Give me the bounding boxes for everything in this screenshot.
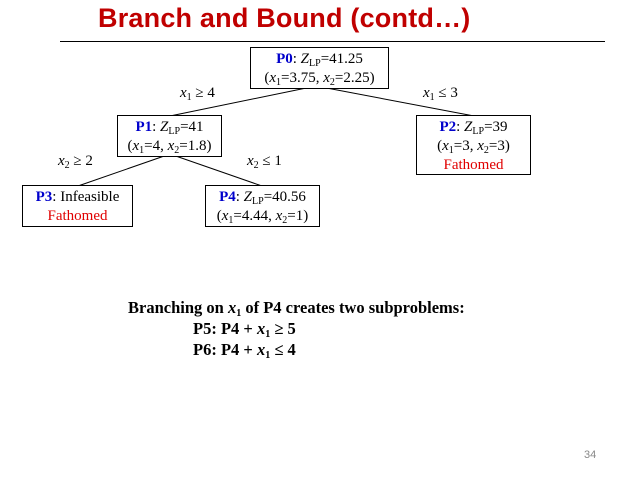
fathomed-status: Fathomed xyxy=(443,157,504,173)
title-underline xyxy=(60,41,605,42)
node-id: P1 xyxy=(135,119,153,135)
slide-title: Branch and Bound (contd…) xyxy=(98,3,471,33)
node-id: P3 xyxy=(35,189,53,205)
node-p3: P3: Infeasible Fathomed xyxy=(22,185,133,227)
node-p4: P4: ZLP=40.56 (x1=4.44, x2=1) xyxy=(205,185,320,227)
branch-label-x2-le-1: x2 ≤ 1 xyxy=(247,153,282,171)
edge-p0-p1 xyxy=(169,85,317,117)
node-id: P4 xyxy=(219,189,236,205)
branch-label-x2-ge-2: x2 ≥ 2 xyxy=(58,153,93,171)
branching-explanation: Branching on x1 of P4 creates two subpro… xyxy=(128,298,465,361)
node-id: P0 xyxy=(276,51,293,67)
edge-p0-p2 xyxy=(315,85,475,117)
fathomed-status: Fathomed xyxy=(47,208,108,224)
edge-p1-p3 xyxy=(77,153,171,187)
node-id: P2 xyxy=(439,119,457,135)
subproblem-p5: P5: P4 + x1 ≥ 5 xyxy=(193,319,296,340)
branch-label-x1-le-3: x1 ≤ 3 xyxy=(423,85,458,103)
node-p1: P1: ZLP=41 (x1=4, x2=1.8) xyxy=(117,115,222,157)
edge-p1-p4 xyxy=(169,153,263,187)
node-p0: P0: ZLP=41.25 (x1=3.75, x2=2.25) xyxy=(250,47,389,89)
page-number: 34 xyxy=(584,449,597,461)
subproblem-p6: P6: P4 + x1 ≤ 4 xyxy=(193,340,296,361)
node-p2: P2: ZLP=39 (x1=3, x2=3) Fathomed xyxy=(416,115,531,175)
branch-label-x1-ge-4: x1 ≥ 4 xyxy=(180,85,215,103)
